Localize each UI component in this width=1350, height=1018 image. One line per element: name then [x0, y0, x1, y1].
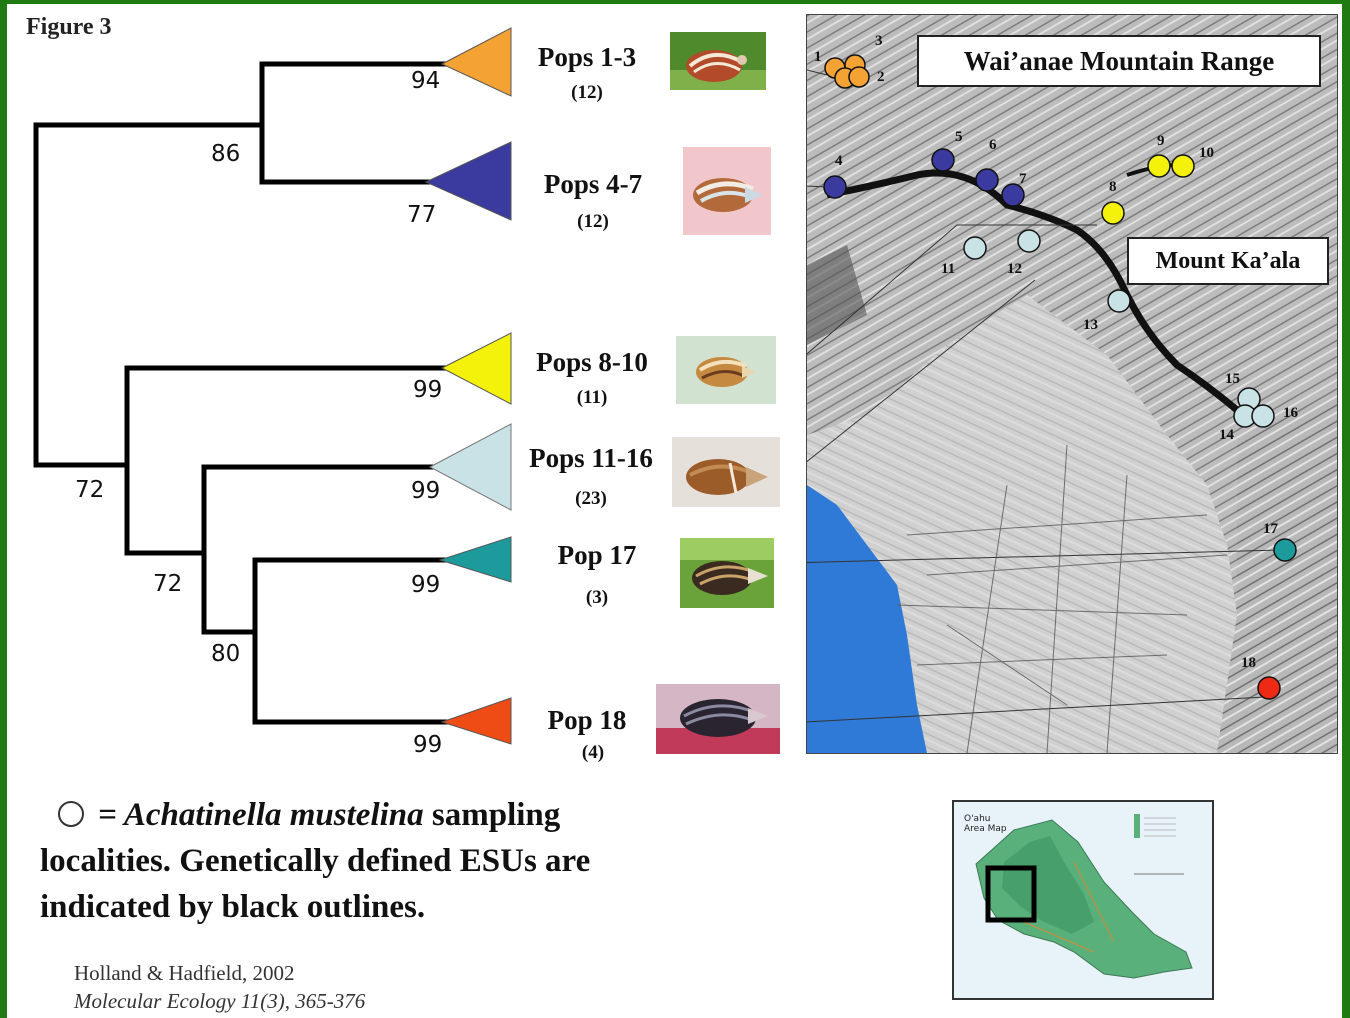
- caption-line-3: indicated by black outlines.: [40, 889, 426, 925]
- bootstrap-value: 99: [413, 377, 443, 403]
- range-label: Wai’anae Mountain Range: [917, 35, 1321, 87]
- clade-label-pops-1-3: Pops 1-3: [537, 42, 637, 72]
- figure-caption: = Achatinella mustelina sampling localit…: [40, 792, 720, 930]
- bootstrap-value: 72: [75, 477, 105, 503]
- reference-journal: Molecular Ecology 11(3), 365-376: [74, 989, 366, 1013]
- site-number: 5: [955, 129, 963, 145]
- phylogenetic-tree: [33, 27, 512, 745]
- snail-photo-pops-4-7: [683, 147, 771, 235]
- top-border: [0, 0, 1350, 4]
- snail-photo-pop-18: [656, 684, 780, 754]
- site-number: 16: [1283, 405, 1298, 421]
- site-number: 10: [1199, 145, 1214, 161]
- site-number: 2: [877, 69, 885, 85]
- bootstrap-value: 99: [413, 732, 443, 758]
- clade-label-pop-18: Pop 18: [547, 705, 627, 735]
- site-number: 14: [1219, 427, 1234, 443]
- clade-count-pops-11-16: (23): [575, 488, 607, 509]
- clade-count-pop-18: (4): [581, 742, 605, 763]
- sampling-locality-symbol-icon: [58, 801, 84, 828]
- clade-triangle-pop-18: [440, 697, 512, 745]
- clade-label-pops-11-16: Pops 11-16: [529, 443, 653, 473]
- snail-photo-pops-11-16: [672, 437, 780, 507]
- snail-photo-pops-8-10: [676, 336, 776, 404]
- bootstrap-value: 77: [407, 202, 437, 228]
- right-border: [1342, 0, 1350, 1018]
- site-number: 17: [1263, 521, 1278, 537]
- site-number: 1: [814, 49, 822, 65]
- clade-label-pop-17: Pop 17: [557, 540, 637, 570]
- caption-species: = Achatinella mustelina: [98, 797, 424, 833]
- map-terrain: [807, 15, 1337, 753]
- clade-count-pops-1-3: (12): [571, 82, 603, 103]
- oahu-island-shape: [975, 814, 1193, 979]
- site-number: 11: [941, 261, 956, 277]
- clade-triangle-pops-4-7: [424, 141, 512, 221]
- peak-label: Mount Ka’ala: [1127, 237, 1329, 285]
- caption-line-1: sampling: [423, 797, 561, 833]
- site-number: 4: [835, 153, 843, 169]
- clade-triangle-pop-17: [438, 536, 512, 583]
- site-number: 7: [1019, 171, 1027, 187]
- bootstrap-value: 80: [211, 641, 241, 667]
- clade-triangle-pops-1-3: [440, 27, 512, 97]
- oahu-inset-map: O'ahu Area Map: [952, 800, 1214, 1000]
- site-number: 8: [1109, 179, 1117, 195]
- site-number: 3: [875, 33, 883, 49]
- reference-authors: Holland & Hadfield, 2002: [74, 961, 295, 985]
- site-number: 6: [989, 137, 997, 153]
- site-number: 9: [1157, 133, 1165, 149]
- clade-count-pops-8-10: (11): [576, 387, 608, 408]
- bootstrap-value: 99: [411, 478, 441, 504]
- site-number: 13: [1083, 317, 1098, 333]
- site-number: 18: [1241, 655, 1256, 671]
- snail-photo-pops-1-3: [670, 32, 766, 90]
- bootstrap-value: 94: [411, 68, 441, 94]
- site-number: 12: [1007, 261, 1022, 277]
- left-border: [0, 0, 7, 1018]
- snail-photo-pop-17: [680, 538, 774, 608]
- inset-title: O'ahu Area Map: [964, 814, 1007, 834]
- clade-count-pops-4-7: (12): [577, 211, 609, 232]
- clade-triangle-pops-8-10: [440, 332, 512, 405]
- bootstrap-value: 86: [211, 141, 241, 167]
- wai-anae-map: Wai’anae Mountain Range Mount Ka’ala 1 2…: [806, 14, 1338, 754]
- clade-label-pops-4-7: Pops 4-7: [543, 169, 643, 199]
- clade-triangle-pops-11-16: [428, 423, 512, 511]
- figure-label: Figure 3: [26, 14, 112, 40]
- bootstrap-value: 72: [153, 571, 183, 597]
- caption-line-2: localities. Genetically defined ESUs are: [40, 843, 591, 879]
- inset-title-line-1: O'ahu: [964, 814, 991, 824]
- clade-count-pop-17: (3): [585, 587, 609, 608]
- inset-title-line-2: Area Map: [964, 824, 1007, 834]
- bootstrap-value: 99: [411, 572, 441, 598]
- site-number: 15: [1225, 371, 1240, 387]
- clade-label-pops-8-10: Pops 8-10: [536, 347, 648, 377]
